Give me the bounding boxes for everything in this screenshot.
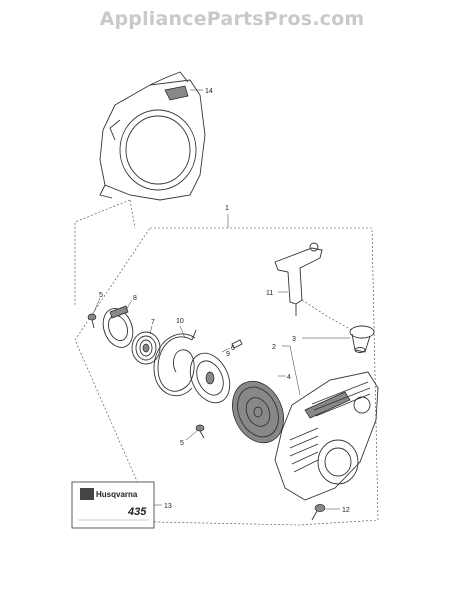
watermark: AppliancePartsPros.com: [99, 8, 365, 30]
part-3-rope-guide[interactable]: [349, 325, 375, 353]
connector-handle: [301, 299, 353, 331]
leader-5b: [185, 429, 199, 441]
part-10-starter-rope[interactable]: [153, 329, 197, 397]
callout-3: 3: [292, 336, 296, 343]
part-13-decal[interactable]: Husqvarna 435: [71, 481, 155, 529]
part-4-starter-pulley[interactable]: [223, 373, 294, 451]
leader-8: [125, 299, 133, 311]
callout-1: 1: [225, 205, 229, 212]
part-5-screw-upper[interactable]: [87, 313, 97, 329]
callout-13: 13: [164, 503, 172, 510]
part-2-starter-housing[interactable]: [274, 371, 379, 501]
callout-8: 8: [133, 295, 137, 302]
callout-11: 11: [266, 290, 273, 297]
callout-5a: 5: [99, 292, 103, 299]
leader-10: [179, 325, 186, 339]
part-9-pawl[interactable]: [231, 339, 243, 349]
connector-housing: [74, 199, 131, 305]
callout-10: 10: [176, 318, 184, 325]
assembly-1-boundary: [74, 227, 379, 526]
decal-brand: Husqvarna: [96, 490, 138, 499]
leader-2b: [289, 345, 301, 396]
leader-6: [221, 347, 231, 353]
connector-housing-2: [129, 199, 136, 229]
part-6-pulley-disc[interactable]: [183, 347, 238, 409]
part-8-spring-cassette[interactable]: [98, 304, 138, 351]
callout-4: 4: [287, 374, 291, 381]
part-12-screw[interactable]: [311, 504, 326, 521]
callout-5b: 5: [180, 440, 184, 447]
leader-7: [149, 325, 153, 335]
part-14-fan-housing[interactable]: [99, 71, 206, 201]
callout-2: 2: [272, 344, 276, 351]
part-5-screw-lower[interactable]: [195, 424, 205, 439]
callout-6: 6: [231, 345, 235, 352]
part-7-recoil-spring[interactable]: [131, 331, 161, 365]
callout-9: 9: [226, 351, 230, 358]
part-11-starter-handle[interactable]: [274, 242, 323, 316]
callout-12: 12: [342, 507, 350, 514]
callout-7: 7: [151, 319, 155, 326]
leader-5a: [93, 297, 101, 313]
callout-14: 14: [205, 88, 213, 95]
decal-model: 435: [127, 506, 147, 518]
